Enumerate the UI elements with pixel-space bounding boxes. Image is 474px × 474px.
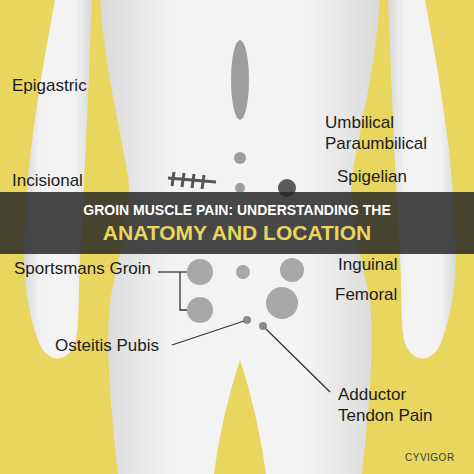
region-label: Incisional	[12, 170, 83, 191]
inguinal-dot	[280, 258, 304, 282]
lower-groin-dot	[187, 297, 213, 323]
region-label: Epigastric	[12, 75, 87, 96]
epigastric-zone	[231, 40, 249, 120]
adductor-dot	[259, 322, 267, 330]
region-label: Inguinal	[338, 254, 398, 275]
region-label: Osteitis Pubis	[55, 335, 159, 356]
region-label: Umbilical Paraumbilical	[325, 112, 455, 154]
central-groin-dot	[236, 265, 250, 279]
incision-mark	[168, 172, 216, 189]
umbilical-dot	[234, 152, 246, 164]
title-line: GROIN MUSCLE PAIN: UNDERSTANDING THE	[8, 200, 466, 220]
watermark: CYVIGOR	[405, 452, 455, 464]
region-label: Spigelian	[337, 166, 407, 187]
sportsmans-groin-dot	[187, 259, 213, 285]
leader-lines	[158, 272, 330, 392]
region-label: Femoral	[335, 284, 397, 305]
subtitle-line: ANATOMY AND LOCATION	[8, 220, 466, 246]
femoral-dot	[266, 287, 298, 319]
title-band: GROIN MUSCLE PAIN: UNDERSTANDING THEANAT…	[0, 192, 474, 254]
region-label: Sportsmans Groin	[14, 258, 151, 279]
region-label: Adductor Tendon Pain	[338, 384, 443, 426]
pubis-dot	[243, 316, 251, 324]
